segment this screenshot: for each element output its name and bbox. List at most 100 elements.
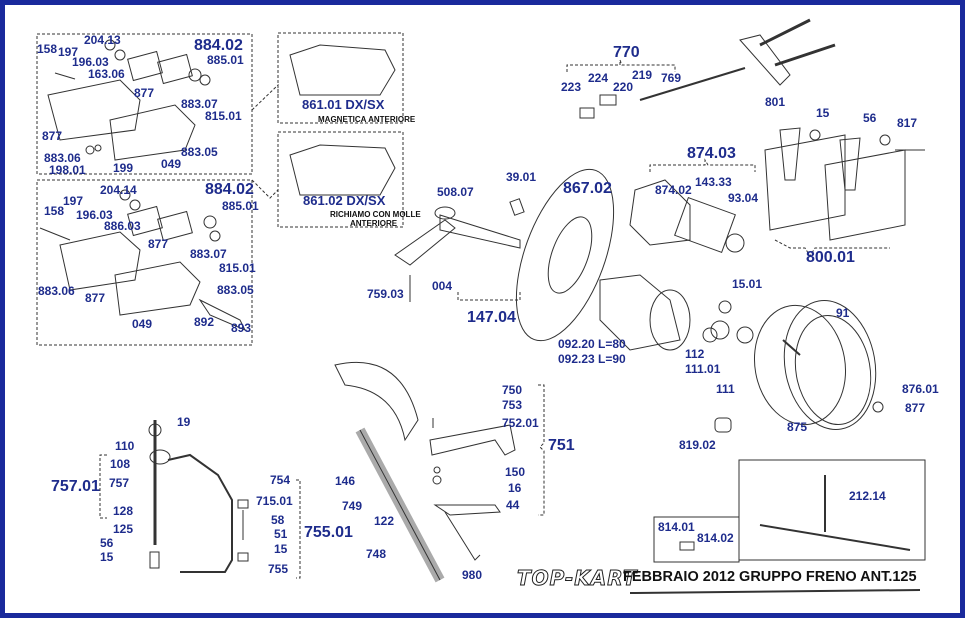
steering-column-drawing bbox=[334, 361, 545, 583]
part-label: 748 bbox=[366, 547, 387, 561]
callout-line bbox=[251, 83, 279, 111]
part-label: 111 bbox=[716, 382, 735, 396]
hub-carrier-drawing bbox=[629, 158, 756, 253]
part-label: 877 bbox=[148, 237, 169, 251]
part-label: 877 bbox=[134, 86, 155, 100]
part-label: 757 bbox=[109, 476, 130, 490]
part-label: 883.07 bbox=[190, 247, 227, 261]
callout-line bbox=[251, 179, 279, 199]
part-label: 93.04 bbox=[728, 191, 759, 205]
part-label: 196.03 bbox=[76, 208, 113, 222]
part-label: 91 bbox=[836, 306, 850, 320]
part-label: 883.05 bbox=[181, 145, 218, 159]
part-label: 111.01 bbox=[685, 362, 721, 376]
part-label: 56 bbox=[100, 536, 114, 550]
part-label: 197 bbox=[63, 194, 84, 208]
part-label: 128 bbox=[113, 504, 134, 518]
part-label: 800.01 bbox=[806, 249, 855, 266]
part-label: 892 bbox=[194, 315, 215, 329]
part-label: 876.01 bbox=[902, 382, 939, 396]
part-label: 143.33 bbox=[695, 175, 732, 189]
part-label: 19 bbox=[177, 415, 191, 429]
part-label: 198.01 bbox=[49, 163, 86, 177]
part-label: 877 bbox=[905, 401, 926, 415]
wheel-rim-drawing bbox=[753, 300, 884, 430]
part-label: 877 bbox=[42, 129, 63, 143]
part-label: 163.06 bbox=[88, 67, 125, 81]
caliper-magnetic-code: 861.01 DX/SX bbox=[302, 97, 385, 112]
part-label: 753 bbox=[502, 398, 523, 412]
part-label: 886.03 bbox=[104, 219, 141, 233]
part-label: 39.01 bbox=[506, 170, 537, 184]
fitting-814-01 bbox=[679, 541, 695, 551]
brake-lines-drawing bbox=[759, 475, 911, 551]
part-label: 751 bbox=[548, 437, 575, 454]
master-cylinder-drawing bbox=[764, 127, 925, 257]
part-label: 220 bbox=[613, 80, 634, 94]
part-label: 219 bbox=[632, 68, 653, 82]
top-kart-logo: TOP-KART bbox=[516, 566, 638, 591]
part-label: 749 bbox=[342, 499, 363, 513]
part-label: 204.14 bbox=[100, 183, 137, 197]
part-label: 16 bbox=[508, 481, 522, 495]
caliper-top-box bbox=[36, 33, 253, 175]
part-label: 44 bbox=[506, 498, 520, 512]
part-label: 715.01 bbox=[256, 494, 293, 508]
part-label: 893 bbox=[231, 321, 252, 335]
part-label: 51 bbox=[274, 527, 288, 541]
clamp-819-02 bbox=[714, 417, 732, 433]
part-label: 125 bbox=[113, 522, 134, 536]
part-label: 883.07 bbox=[181, 97, 218, 111]
part-label: 883.06 bbox=[38, 284, 75, 298]
part-label: 752.01 bbox=[502, 416, 539, 430]
part-label: 204.13 bbox=[84, 33, 121, 47]
part-label: 883.06 bbox=[44, 151, 81, 165]
part-label: 875 bbox=[787, 420, 808, 434]
part-label: 754 bbox=[270, 473, 291, 487]
part-label: 801 bbox=[765, 95, 786, 109]
part-label: 197 bbox=[58, 45, 79, 59]
part-label: 196.03 bbox=[72, 55, 109, 69]
part-label: 755.01 bbox=[304, 524, 353, 541]
part-label: 199 bbox=[113, 161, 134, 175]
part-label: 508.07 bbox=[437, 185, 474, 199]
part-label: 15 bbox=[816, 106, 830, 120]
caliper-thumbnail-spring bbox=[289, 144, 396, 196]
caliper-spring-note-1: RICHIAMO CON MOLLE bbox=[330, 210, 421, 219]
part-label: 108 bbox=[110, 457, 131, 471]
caliper-magnetic-note: MAGNETICA ANTERIORE bbox=[318, 115, 416, 124]
part-label: 884.02 bbox=[205, 181, 254, 198]
part-label: 049 bbox=[161, 157, 182, 171]
part-label: 884.02 bbox=[194, 37, 243, 54]
part-label: 885.01 bbox=[222, 199, 259, 213]
part-label: 883.05 bbox=[217, 283, 254, 297]
part-label: 146 bbox=[335, 474, 356, 488]
caliper-bottom-box bbox=[36, 179, 253, 346]
diagram-title: FEBBRAIO 2012 GRUPPO FRENO ANT.125 bbox=[623, 569, 917, 585]
part-label: 15 bbox=[274, 542, 288, 556]
part-label: 750 bbox=[502, 383, 523, 397]
part-label: 15 bbox=[100, 550, 114, 564]
spindle-drawing bbox=[394, 198, 525, 302]
part-label: 122 bbox=[374, 514, 395, 528]
part-label: 885.01 bbox=[207, 53, 244, 67]
part-label: 815.01 bbox=[219, 261, 256, 275]
part-label: 814.01 bbox=[658, 520, 695, 534]
part-label: 58 bbox=[271, 513, 285, 527]
part-label: 817 bbox=[897, 116, 918, 130]
brake-rod-drawing bbox=[149, 449, 301, 579]
part-label: 158 bbox=[44, 204, 65, 218]
part-label: 158 bbox=[37, 42, 58, 56]
part-label: 877 bbox=[85, 291, 106, 305]
part-label: 092.23 L=90 bbox=[558, 352, 626, 366]
part-label: 147.04 bbox=[467, 309, 516, 326]
caliper-top-drawing bbox=[47, 39, 211, 161]
part-label: 212.14 bbox=[849, 489, 886, 503]
part-label: 004 bbox=[432, 279, 453, 293]
part-label: 15.01 bbox=[732, 277, 763, 291]
part-label: 049 bbox=[132, 317, 153, 331]
tie-rod-drawing bbox=[99, 420, 162, 569]
caliper-bottom-drawing bbox=[39, 189, 247, 331]
caliper-spring-code: 861.02 DX/SX bbox=[303, 193, 386, 208]
part-label: 769 bbox=[661, 71, 682, 85]
